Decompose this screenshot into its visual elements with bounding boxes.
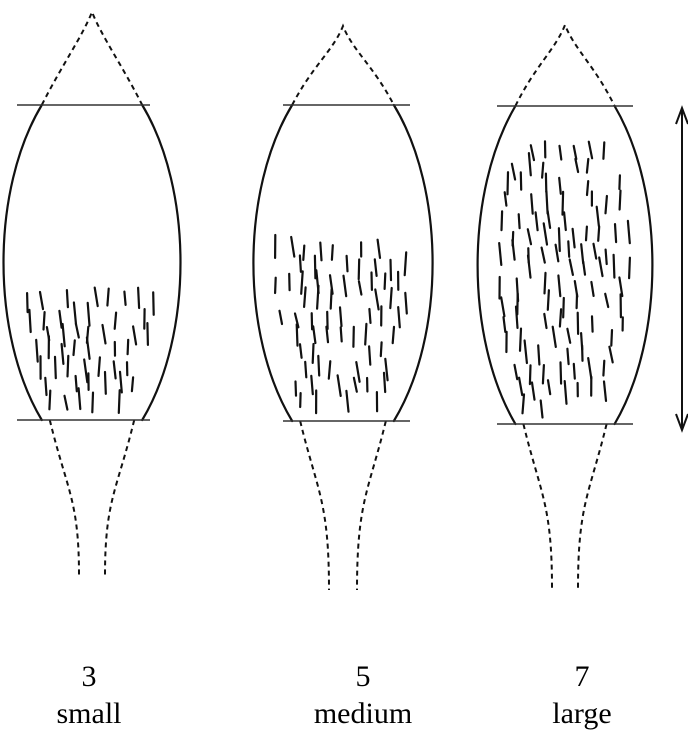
panel-2-filling [274, 233, 408, 415]
panel-3-outline [476, 104, 654, 426]
height-double-arrow [675, 105, 688, 433]
panel-3 [476, 22, 654, 589]
panel-3-stem [522, 423, 608, 589]
panel-1-label: small [56, 697, 122, 730]
panel-3-label: large [552, 697, 612, 730]
panel-3-top-cone [514, 22, 616, 107]
panel-1-stem [48, 419, 136, 576]
panel-3-score: 7 [574, 660, 590, 693]
panel-1 [2, 9, 182, 576]
panel-1-top-cone [40, 9, 144, 106]
panel-2 [252, 23, 434, 591]
panel-1-score: 3 [81, 660, 97, 693]
panel-1-outline [2, 103, 182, 422]
panel-2-score: 5 [355, 660, 371, 693]
panel-2-label: medium [313, 697, 413, 730]
panel-3-filling [498, 140, 632, 419]
panel-2-stem [299, 420, 387, 591]
panel-1-filling [26, 286, 155, 414]
panel-2-outline [252, 103, 434, 423]
panel-2-top-cone [291, 23, 395, 106]
